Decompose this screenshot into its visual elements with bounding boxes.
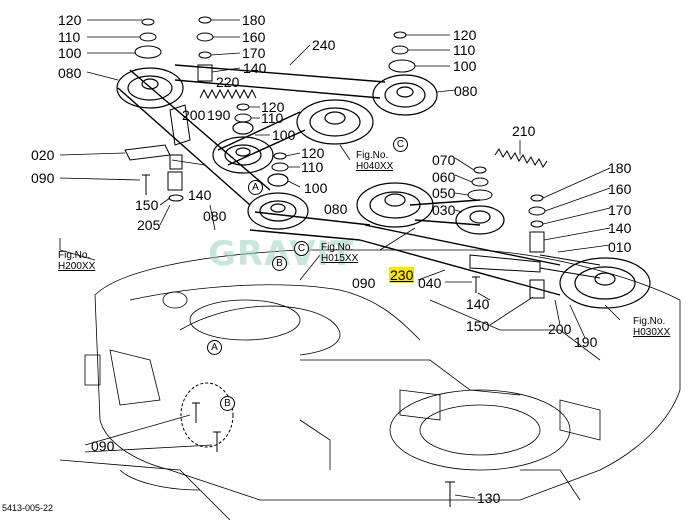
part-label-100: 100 (304, 180, 328, 196)
part-label-210: 210 (512, 123, 536, 139)
figure-reference-h030[interactable]: Fig.No.H030XX (633, 316, 671, 338)
part-label-140: 140 (243, 60, 267, 76)
part-label-230: 230 (389, 267, 415, 283)
part-label-080: 080 (324, 201, 348, 217)
part-label-200: 200 (182, 107, 206, 123)
part-label-190: 190 (207, 107, 231, 123)
part-label-080: 080 (58, 65, 82, 81)
part-label-170: 170 (242, 45, 266, 61)
part-label-060: 060 (432, 169, 456, 185)
part-label-150: 150 (466, 318, 490, 334)
part-label-110: 110 (453, 42, 476, 58)
part-label-220: 220 (216, 74, 240, 90)
callout-b: B (220, 396, 235, 411)
callout-a: A (207, 340, 222, 355)
part-label-110: 110 (261, 110, 284, 126)
springs (199, 88, 548, 168)
part-label-040: 040 (418, 275, 442, 291)
part-label-020: 020 (31, 147, 55, 163)
part-label-080: 080 (454, 83, 478, 99)
figure-reference-h015[interactable]: Fig.No.H015XX (321, 242, 359, 264)
drive-belts (117, 64, 561, 296)
part-label-160: 160 (242, 29, 266, 45)
part-label-170: 170 (608, 202, 632, 218)
part-label-120: 120 (58, 12, 82, 28)
part-label-120: 120 (301, 145, 325, 161)
part-label-190: 190 (574, 334, 598, 350)
part-label-100: 100 (58, 45, 82, 61)
part-label-200: 200 (548, 321, 572, 337)
part-label-110: 110 (301, 159, 324, 175)
part-label-140: 140 (608, 220, 632, 236)
part-label-240: 240 (312, 37, 336, 53)
part-label-030: 030 (432, 202, 456, 218)
part-label-180: 180 (242, 12, 266, 28)
figure-reference-h040[interactable]: Fig.No.H040XX (356, 150, 394, 172)
part-label-050: 050 (432, 185, 456, 201)
part-label-090: 090 (31, 170, 55, 186)
part-label-140: 140 (188, 187, 212, 203)
leader-lines (59, 19, 621, 499)
part-label-150: 150 (135, 197, 159, 213)
part-label-120: 120 (261, 99, 285, 115)
part-label-080: 080 (203, 208, 227, 224)
callout-b: B (272, 256, 287, 271)
callout-c: C (294, 241, 309, 256)
drawing-code: 5413-005-22 (2, 503, 54, 513)
part-label-100: 100 (272, 127, 296, 143)
part-label-130: 130 (477, 490, 501, 506)
callout-a: A (248, 180, 263, 195)
part-label-205: 205 (137, 217, 161, 233)
part-label-090: 090 (91, 438, 115, 454)
figure-reference-h200[interactable]: Fig.No.H200XX (58, 250, 96, 272)
part-label-160: 160 (608, 181, 632, 197)
part-label-180: 180 (608, 160, 632, 176)
hardware (124, 16, 601, 507)
part-label-110: 110 (58, 29, 81, 45)
callout-c: C (393, 137, 408, 152)
part-label-140: 140 (466, 296, 490, 312)
part-label-070: 070 (432, 152, 456, 168)
pulleys (116, 67, 651, 309)
part-label-010: 010 (608, 239, 632, 255)
part-label-100: 100 (453, 58, 477, 74)
part-label-090: 090 (352, 275, 376, 291)
part-label-120: 120 (453, 27, 477, 43)
